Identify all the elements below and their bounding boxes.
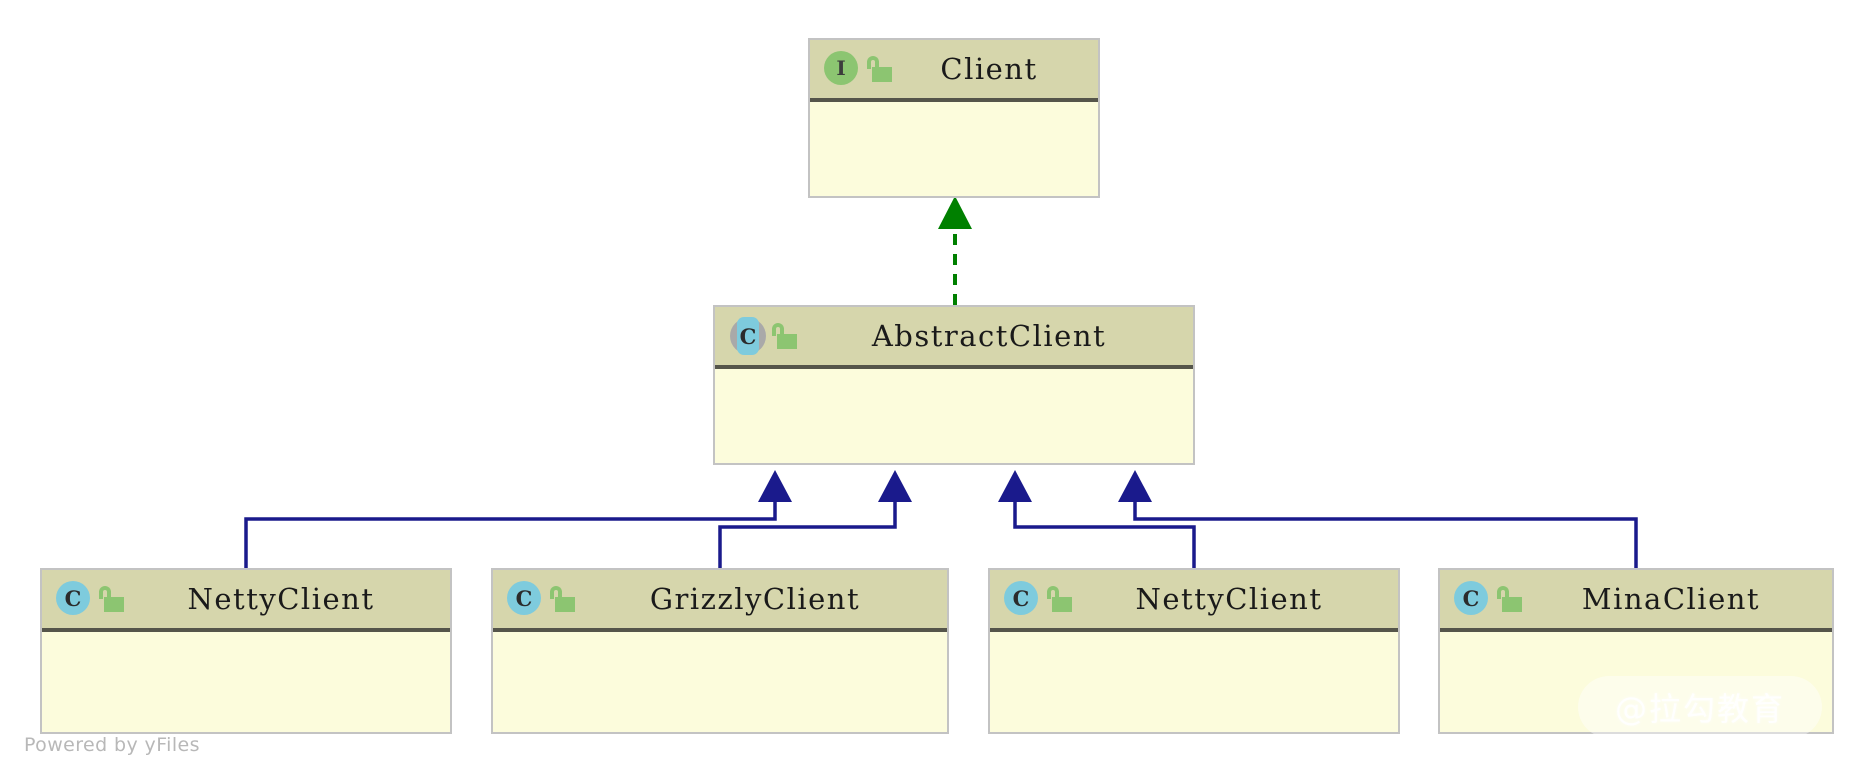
uml-node-header-grizzly-client: C GrizzlyClient	[493, 570, 947, 632]
realization-arrowhead	[938, 196, 972, 229]
inheritance-arrowhead	[878, 470, 912, 502]
interface-i-icon: I	[824, 51, 860, 87]
uml-node-title-grizzly-client: GrizzlyClient	[649, 582, 861, 616]
inheritance-edge-line	[718, 494, 897, 568]
open-padlock-icon	[98, 585, 124, 613]
uml-node-body-mina-client	[1440, 632, 1832, 732]
open-padlock-icon	[771, 322, 797, 350]
inheritance-arrowhead	[758, 470, 792, 502]
class-c-icon: C	[1454, 581, 1490, 617]
uml-node-client[interactable]: I Client	[808, 38, 1100, 198]
yfiles-credit-label: Powered by yFiles	[24, 734, 200, 756]
uml-node-grizzly-client[interactable]: C GrizzlyClient	[491, 568, 949, 734]
class-c-icon: C	[1004, 581, 1040, 617]
inheritance-edge-line	[1013, 494, 1196, 568]
abstract-class-c-icon: C	[729, 317, 766, 355]
uml-node-header-mina-client: C MinaClient	[1440, 570, 1832, 632]
open-padlock-icon	[866, 55, 892, 83]
uml-node-header-abstract-client: C AbstractClient	[715, 307, 1193, 369]
uml-node-header-netty-client-2: C NettyClient	[990, 570, 1398, 632]
uml-node-title-netty-client-2: NettyClient	[1135, 582, 1323, 616]
inheritance-grizzlyclient-abstractclient	[718, 470, 912, 568]
uml-node-title-netty-client-1: NettyClient	[187, 582, 375, 616]
inheritance-edge-line	[244, 494, 777, 568]
uml-node-body-netty-client-2	[990, 632, 1398, 732]
uml-node-header-client: I Client	[810, 40, 1098, 102]
uml-node-header-netty-client-1: C NettyClient	[42, 570, 450, 632]
uml-node-body-abstract-client	[715, 369, 1193, 463]
uml-node-title-client: Client	[940, 52, 1038, 86]
inheritance-arrowhead	[1118, 470, 1152, 502]
inheritance-edge-line	[1133, 494, 1638, 568]
class-c-icon: C	[507, 581, 543, 617]
uml-node-netty-client-2[interactable]: C NettyClient	[988, 568, 1400, 734]
open-padlock-icon	[1496, 585, 1522, 613]
inheritance-nettyclient1-abstractclient	[244, 470, 792, 568]
uml-node-body-grizzly-client	[493, 632, 947, 732]
inheritance-nettyclient2-abstractclient	[998, 470, 1196, 568]
realization-abstractclient-client	[938, 196, 972, 305]
uml-node-title-mina-client: MinaClient	[1581, 582, 1761, 616]
watermark-badge: @拉勾教育	[1578, 676, 1822, 738]
uml-node-mina-client[interactable]: C MinaClient	[1438, 568, 1834, 734]
uml-node-abstract-client[interactable]: C AbstractClient	[713, 305, 1195, 465]
open-padlock-icon	[1046, 585, 1072, 613]
class-c-icon: C	[56, 581, 92, 617]
open-padlock-icon	[549, 585, 575, 613]
uml-node-netty-client-1[interactable]: C NettyClient	[40, 568, 452, 734]
inheritance-minaclient-abstractclient	[1118, 470, 1638, 568]
uml-node-title-abstract-client: AbstractClient	[871, 319, 1107, 353]
uml-node-body-netty-client-1	[42, 632, 450, 732]
inheritance-arrowhead	[998, 470, 1032, 502]
uml-node-body-client	[810, 102, 1098, 196]
